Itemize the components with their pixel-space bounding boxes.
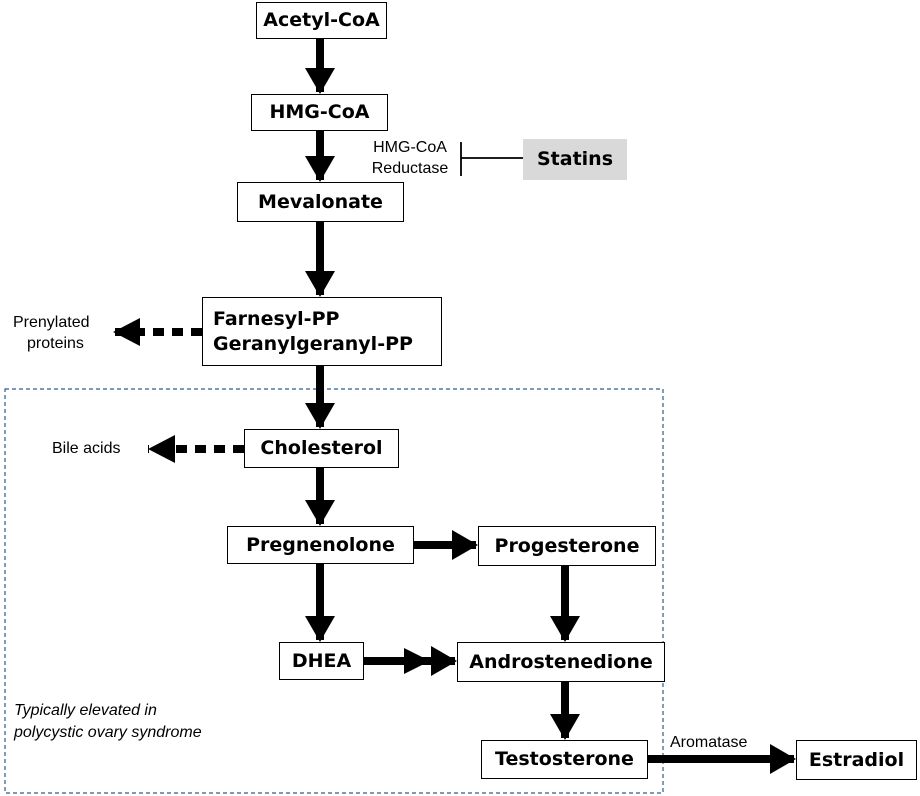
- node-dhea: DHEA: [279, 642, 364, 680]
- pcos-note: Typically elevated in polycystic ovary s…: [14, 700, 202, 743]
- pcos-note-line2: polycystic ovary syndrome: [14, 723, 202, 741]
- farnesyl-pp-label: Farnesyl-PP: [213, 307, 340, 330]
- pcos-note-line1: Typically elevated in: [14, 702, 157, 719]
- bile-acids-arrowhead: [148, 435, 175, 463]
- node-acetyl-coa: Acetyl-CoA: [256, 2, 387, 39]
- prenylated-line2: proteins: [27, 334, 84, 352]
- node-androstenedione: Androstenedione: [457, 642, 665, 682]
- node-progesterone: Progesterone: [478, 526, 656, 566]
- prenylated-proteins-label: Prenylated proteins: [13, 313, 90, 355]
- node-hmg-coa: HMG-CoA: [251, 94, 388, 131]
- node-statins: Statins: [523, 139, 627, 180]
- node-cholesterol: Cholesterol: [244, 429, 399, 468]
- aromatase-label: Aromatase: [670, 734, 748, 751]
- node-pregnenolone: Pregnenolone: [227, 526, 414, 564]
- geranylgeranyl-pp-label: Geranylgeranyl-PP: [213, 332, 413, 355]
- enzyme-label-line1: HMG-CoA: [373, 139, 447, 156]
- bile-acids-label: Bile acids: [52, 440, 121, 457]
- prenylated-line1: Prenylated: [13, 314, 90, 331]
- pcos-region-border: [4, 388, 664, 794]
- node-farnesyl-geranylgeranyl-pp: Farnesyl-PP Geranylgeranyl-PP: [202, 297, 442, 366]
- node-testosterone: Testosterone: [481, 740, 648, 779]
- node-estradiol: Estradiol: [796, 740, 917, 780]
- enzyme-label-hmg-coa-reductase: HMG-CoA Reductase: [360, 138, 460, 180]
- prenylated-arrowhead: [113, 318, 140, 346]
- enzyme-label-line2: Reductase: [371, 159, 449, 177]
- node-mevalonate: Mevalonate: [237, 182, 404, 222]
- arrow-dhea-double-head: [404, 648, 430, 674]
